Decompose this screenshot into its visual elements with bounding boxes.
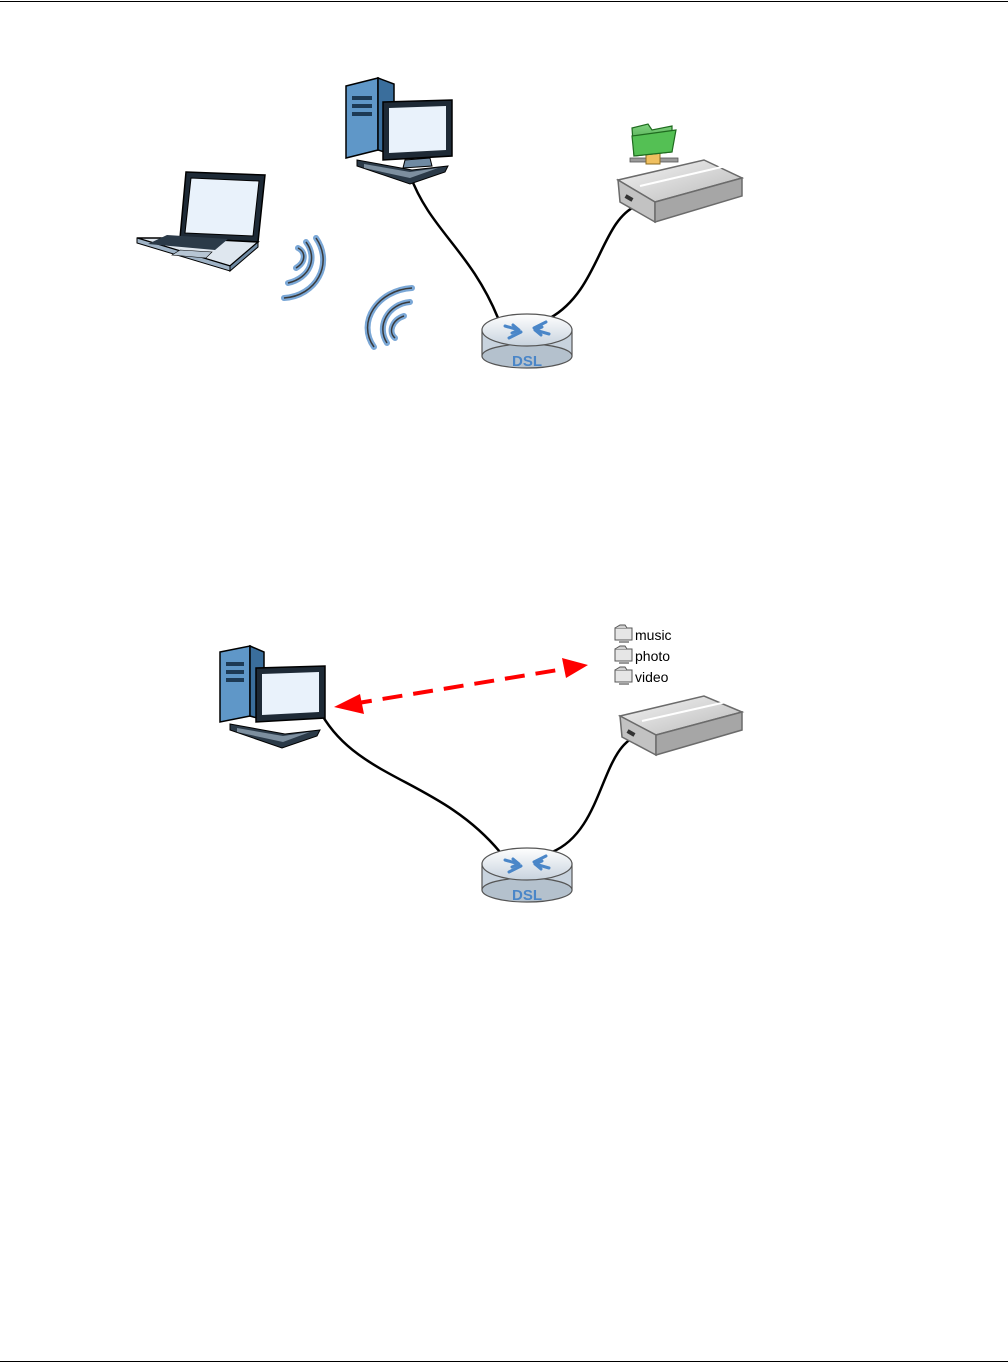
cable-computer-router xyxy=(322,715,500,852)
desktop-computer-icon xyxy=(346,78,452,184)
wireless-signal-icon xyxy=(284,238,412,347)
nas-storage-icon xyxy=(618,160,742,222)
footer-rule xyxy=(0,1361,1008,1362)
shared-folder-list: music photo video xyxy=(615,625,672,685)
shared-folder-music: music xyxy=(635,627,672,643)
shared-folder-photo: photo xyxy=(635,648,670,664)
network-folder-icon xyxy=(630,124,678,164)
cable-nas-router xyxy=(550,205,638,318)
header-rule xyxy=(0,1,1008,2)
shared-folder-video: video xyxy=(635,669,669,685)
router-label: DSL xyxy=(512,353,542,370)
desktop-computer-icon xyxy=(220,646,325,748)
transfer-arrow xyxy=(334,658,588,714)
network-diagram-1: DSL xyxy=(0,60,1008,390)
folder-icon xyxy=(615,625,632,642)
folder-icon xyxy=(615,646,632,663)
network-diagram-2: music photo video DSL xyxy=(0,600,1008,920)
router-label: DSL xyxy=(512,887,542,904)
laptop-icon xyxy=(137,172,265,271)
router-icon: DSL xyxy=(482,314,572,370)
cable-nas-router xyxy=(552,735,640,852)
router-icon: DSL xyxy=(482,848,572,904)
folder-icon xyxy=(615,667,632,684)
nas-storage-icon xyxy=(620,696,742,755)
cable-computer-router xyxy=(410,175,498,318)
